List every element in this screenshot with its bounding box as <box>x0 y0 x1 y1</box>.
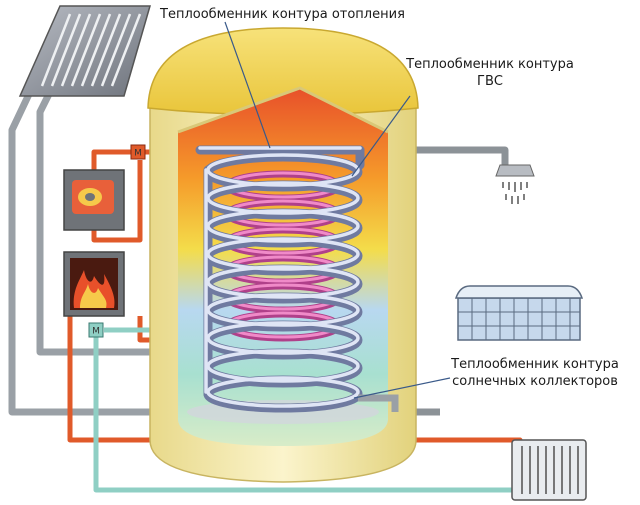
callout-line-solar <box>353 377 451 399</box>
label-solar-exchanger: Теплообменник контура солнечных коллекто… <box>435 356 635 390</box>
label-dhw-line1: Теплообменник контура <box>406 57 574 72</box>
flame-icon <box>63 251 125 317</box>
callout-line-dhw <box>351 95 411 177</box>
callout-lines <box>224 21 451 399</box>
solar-pipe-inner <box>36 90 160 356</box>
valve-bottom: M <box>88 322 104 338</box>
label-solar-line2: солнечных коллекторов <box>452 374 618 389</box>
label-dhw-line2: ГВС <box>477 74 503 89</box>
valve-top: M <box>130 144 146 160</box>
dhw-pipe-shower <box>395 146 509 165</box>
label-dhw-exchanger: Теплообменник контура ГВС <box>399 56 581 90</box>
solar-pipe-outer <box>8 90 160 416</box>
solar-panel-icon <box>18 5 151 97</box>
radiator-icon <box>511 439 587 501</box>
return-pipe-radiator <box>93 336 520 493</box>
boiler-icon <box>63 169 125 231</box>
label-heating-exchanger: Теплообменник контура отопления <box>160 7 405 22</box>
solar-coil-exit <box>358 394 399 412</box>
solar-pipes <box>8 90 160 416</box>
label-solar-line1: Теплообменник контура <box>451 357 619 372</box>
dhw-coil <box>195 145 365 413</box>
shower-icon <box>495 164 535 204</box>
bathtub-icon <box>454 285 584 341</box>
callout-line-heating <box>224 21 271 149</box>
hot-pipe-link <box>91 160 143 243</box>
valve-bottom-label: M <box>92 327 100 337</box>
valve-top-label: M <box>134 149 142 159</box>
